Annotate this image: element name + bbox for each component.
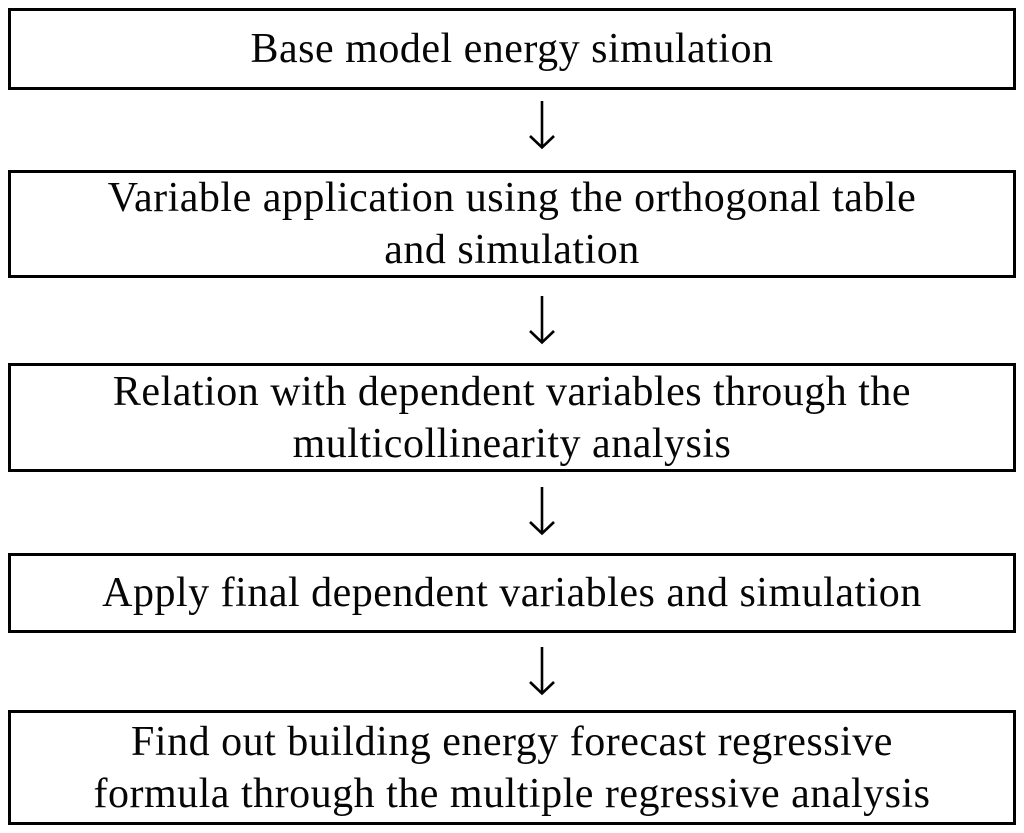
down-arrow-icon bbox=[529, 487, 555, 536]
down-arrow-icon bbox=[529, 101, 555, 150]
flow-step-multicollinearity-analysis: Relation with dependent variables throug… bbox=[8, 363, 1016, 472]
flow-step-variable-application: Variable application using the orthogona… bbox=[8, 170, 1016, 278]
down-arrow-icon bbox=[529, 647, 555, 696]
flow-step-line: Base model energy simulation bbox=[250, 26, 774, 72]
flow-step-apply-final-variables: Apply final dependent variables and simu… bbox=[8, 553, 1016, 633]
flow-step-base-model-simulation: Base model energy simulation bbox=[8, 8, 1016, 90]
flow-step-line: multicollinearity analysis bbox=[292, 420, 732, 467]
down-arrow-icon bbox=[529, 296, 555, 345]
flow-step-regressive-formula: Find out building energy forecast regres… bbox=[8, 710, 1016, 825]
flow-step-line: Find out building energy forecast regres… bbox=[131, 718, 893, 765]
flow-step-line: Apply final dependent variables and simu… bbox=[102, 570, 922, 616]
flow-step-line: Relation with dependent variables throug… bbox=[112, 368, 912, 415]
flow-step-line: Variable application using the orthogona… bbox=[107, 175, 917, 221]
flow-step-line: formula through the multiple regressive … bbox=[93, 770, 931, 817]
flow-step-line: and simulation bbox=[384, 227, 640, 273]
